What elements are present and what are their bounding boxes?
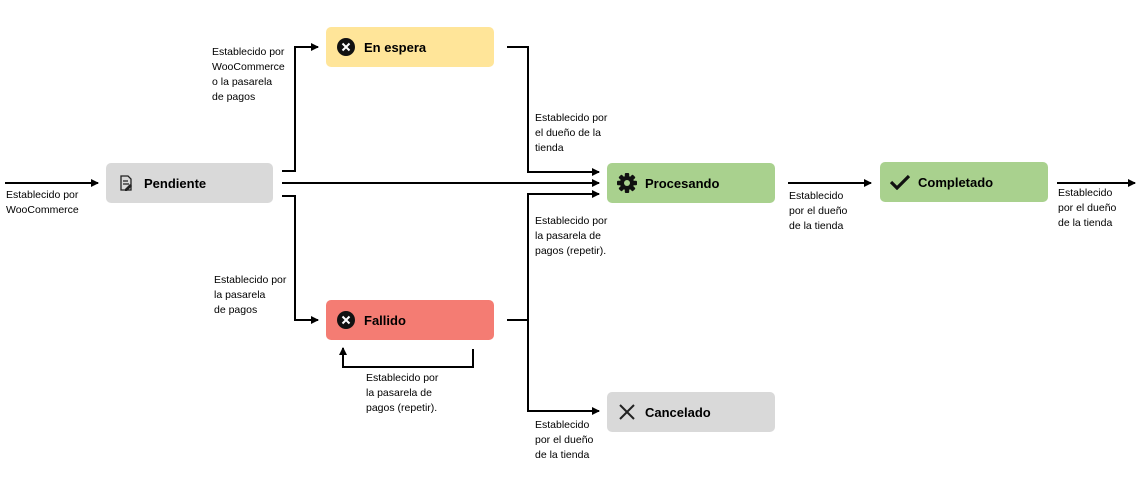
arrow-pendiente-fallido: [282, 195, 319, 324]
arrow-pendiente-espera: [282, 43, 319, 172]
state-label: Cancelado: [645, 404, 711, 420]
state-pendiente: Pendiente: [106, 163, 273, 203]
arrow-fallido-procesando: [507, 190, 600, 321]
arrow-fallido-cancelado: [527, 320, 600, 415]
checkmark-icon: [890, 172, 910, 192]
label-completado-exit: Establecido por el dueño de la tienda: [1058, 187, 1117, 229]
state-cancelado: Cancelado: [607, 392, 775, 432]
state-completado: Completado: [880, 162, 1048, 202]
x-circle-icon: [336, 310, 356, 330]
label-espera-procesando: Establecido por el dueño de la tienda: [535, 112, 608, 154]
label-fallido-cancelado: Establecido por el dueño de la tienda: [535, 419, 594, 461]
state-label: Fallido: [364, 312, 406, 328]
label-pendiente-espera: Establecido por WooCommerce o la pasarel…: [212, 46, 285, 103]
arrow-fallido-retry: [339, 347, 474, 368]
state-label: Pendiente: [144, 175, 207, 191]
state-label: Completado: [918, 174, 994, 190]
state-fallido: Fallido: [326, 300, 494, 340]
state-label: En espera: [364, 39, 427, 55]
label-fallido-procesando: Establecido por la pasarela de pagos (re…: [535, 215, 608, 257]
state-label: Procesando: [645, 175, 720, 191]
label-procesando-completado: Establecido por el dueño de la tienda: [789, 190, 848, 232]
pending-document-icon: [116, 173, 136, 193]
state-en-espera: En espera: [326, 27, 494, 67]
label-entry-pendiente: Establecido por WooCommerce: [6, 189, 79, 216]
label-pendiente-fallido: Establecido por la pasarela de pagos: [214, 274, 287, 316]
state-procesando: Procesando: [607, 163, 775, 203]
label-fallido-retry: Establecido por la pasarela de pagos (re…: [366, 372, 439, 414]
arrow-espera-procesando: [507, 46, 600, 176]
x-icon: [617, 402, 637, 422]
gear-icon: [617, 173, 637, 193]
x-circle-icon: [336, 37, 356, 57]
